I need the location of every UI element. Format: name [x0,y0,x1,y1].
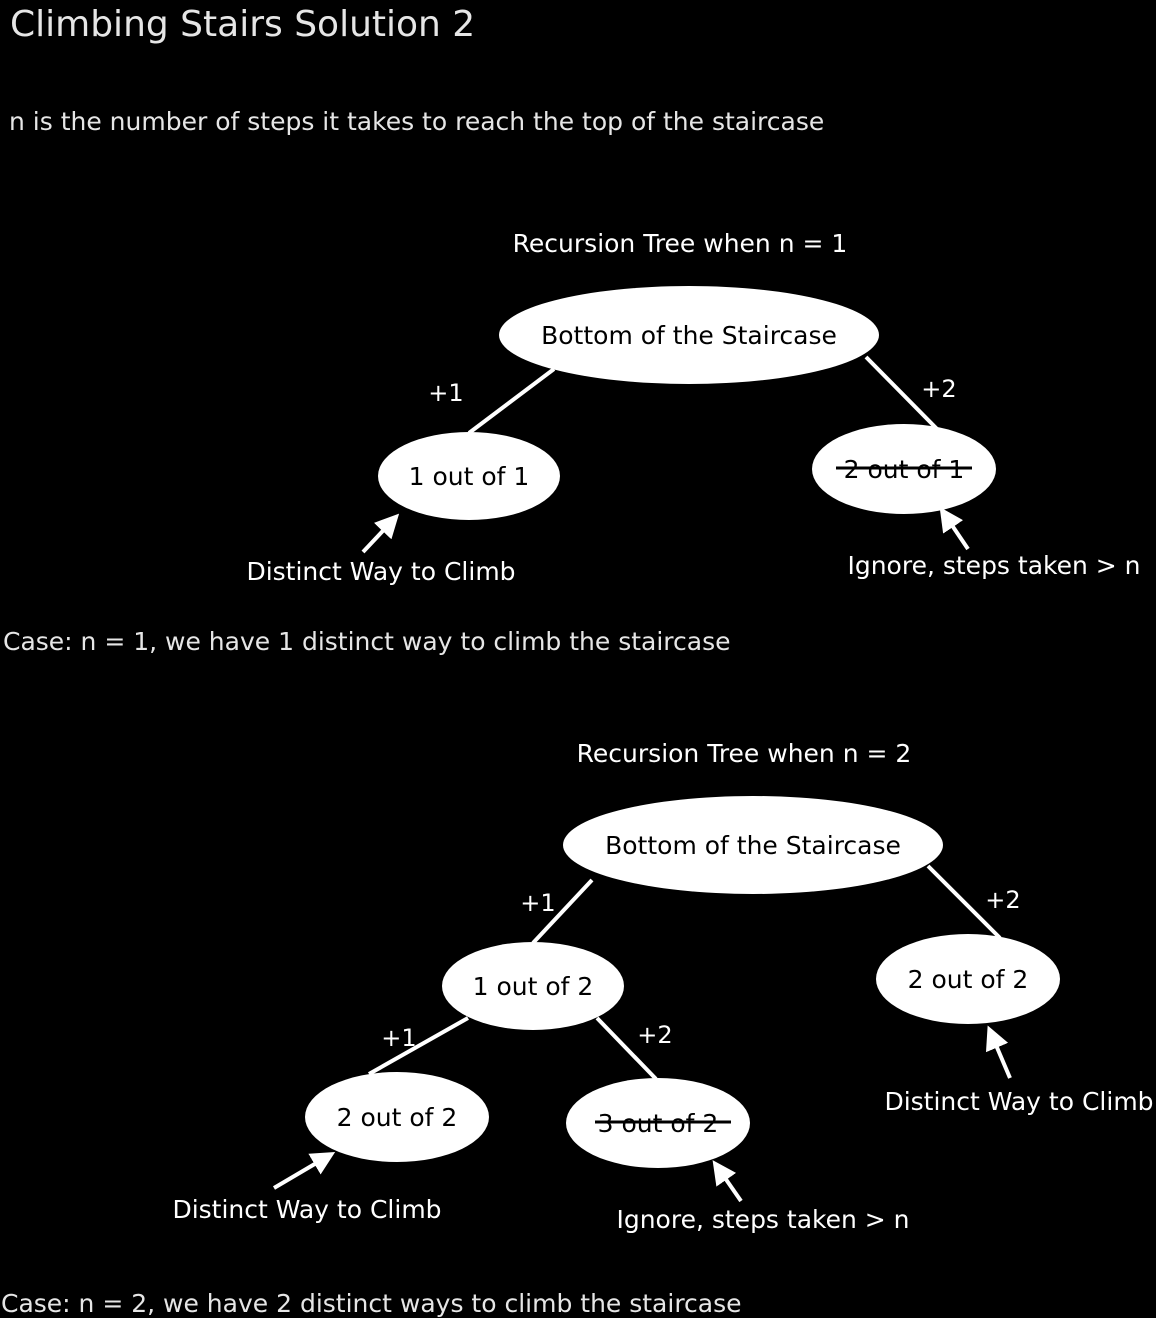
tree1-root-shape [499,286,879,384]
tree1-edge-right [864,355,940,432]
tree2-leaf-right-note: Ignore, steps taken > n [616,1205,909,1234]
recursion-tree-n2: Recursion Tree when n = 2 +1 +2 +1 +2 Bo… [172,739,1153,1234]
tree2-leaf-right-arrow [712,1160,743,1203]
tree2-leaf-left-note: Distinct Way to Climb [172,1195,441,1224]
tree1-edge-label-right: +2 [921,375,956,403]
tree2-edge-mid-right [595,1016,658,1081]
tree2-mid-left-shape [442,942,624,1030]
recursion-tree-n1: Recursion Tree when n = 1 +1 +2 Bottom o… [246,229,1140,586]
tree1-left-label: 1 out of 1 [409,462,530,491]
tree2-root-shape [563,796,943,894]
tree2-edge-label-mid-left: +1 [381,1024,416,1052]
tree1-left-shape [378,432,560,520]
tree2-case-text: Case: n = 2, we have 2 distinct ways to … [1,1289,742,1318]
tree2-root-label: Bottom of the Staircase [605,831,901,860]
tree1-right-node: 2 out of 1 [812,424,996,514]
tree2-mid-right-label: 2 out of 2 [908,965,1029,994]
tree1-root-label: Bottom of the Staircase [541,321,837,350]
tree2-edge-root-right [926,864,1002,940]
page-title: Climbing Stairs Solution 2 [10,4,475,45]
tree2-edge-label-root-left: +1 [520,889,555,917]
tree2-edge-mid-left [368,1016,469,1076]
tree1-left-node: 1 out of 1 [378,432,560,520]
tree2-mid-left-label: 1 out of 2 [473,972,594,1001]
tree2-edge-label-mid-right: +2 [637,1021,672,1049]
tree1-heading: Recursion Tree when n = 1 [513,229,848,258]
tree2-edge-root-left [531,878,594,945]
tree2-mid-right-shape [876,934,1060,1024]
tree2-mid-right-node: 2 out of 2 [876,934,1060,1024]
tree2-heading: Recursion Tree when n = 2 [577,739,912,768]
tree1-right-note: Ignore, steps taken > n [847,551,1140,580]
tree2-leaf-left-arrow [272,1151,336,1190]
tree2-leaf-left-label: 2 out of 2 [337,1103,458,1132]
tree1-case-text: Case: n = 1, we have 1 distinct way to c… [3,627,731,656]
tree1-right-arrow [939,507,970,551]
tree1-root-node: Bottom of the Staircase [499,286,879,384]
page-description: n is the number of steps it takes to rea… [9,107,824,136]
tree2-mid-right-note: Distinct Way to Climb [884,1087,1153,1116]
tree2-leaf-right-node: 3 out of 2 [566,1078,750,1168]
tree2-mid-left-node: 1 out of 2 [442,942,624,1030]
tree1-left-note: Distinct Way to Climb [246,557,515,586]
tree1-edge-left [467,367,556,435]
tree2-leaf-left-shape [305,1072,489,1162]
tree2-leaf-left-node: 2 out of 2 [305,1072,489,1162]
tree1-left-arrow [361,513,400,554]
tree1-edge-label-left: +1 [428,379,463,407]
tree2-root-node: Bottom of the Staircase [563,796,943,894]
tree2-edge-label-root-right: +2 [985,886,1020,914]
tree2-mid-right-arrow [986,1025,1012,1079]
